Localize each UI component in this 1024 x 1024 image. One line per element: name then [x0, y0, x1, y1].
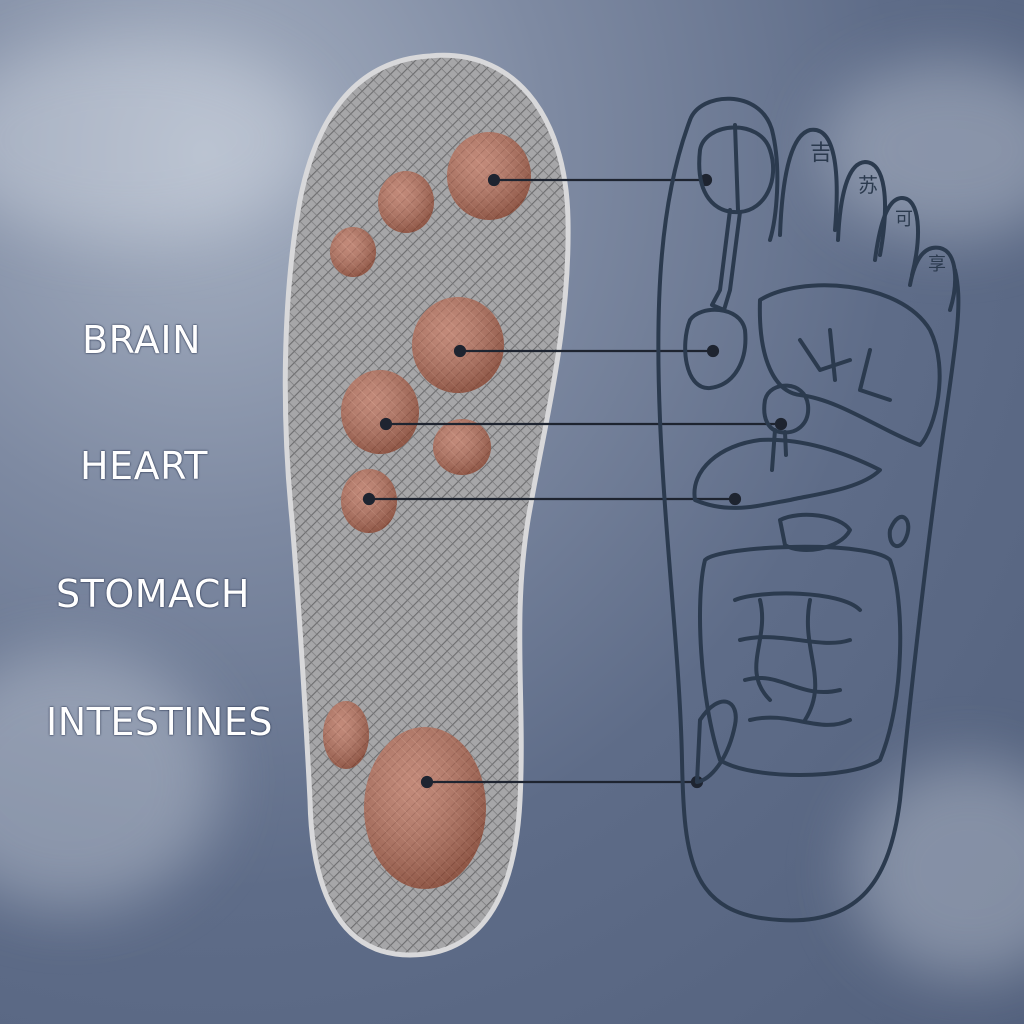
toe-glyph: 可: [895, 209, 913, 230]
nodule: [378, 171, 434, 233]
nodule: [412, 297, 504, 393]
nodule: [433, 419, 491, 475]
nodule: [447, 132, 531, 220]
nodule: [364, 727, 486, 889]
label-brain: BRAIN: [82, 318, 202, 362]
toe-glyph: 享: [928, 254, 946, 275]
nodule: [323, 701, 369, 769]
toe-glyph: 吉: [810, 141, 832, 166]
nodule: [341, 370, 419, 454]
foot-diagram: 吉 苏 可 享: [656, 96, 961, 923]
toe-glyph: 苏: [858, 173, 878, 197]
connector-lines: [362, 173, 788, 789]
nodule: [330, 227, 376, 277]
label-heart: HEART: [80, 444, 208, 488]
cloud: [0, 40, 320, 240]
label-stomach: STOMACH: [56, 572, 250, 616]
cloud: [820, 60, 1024, 240]
label-intestines: INTESTINES: [46, 700, 273, 744]
